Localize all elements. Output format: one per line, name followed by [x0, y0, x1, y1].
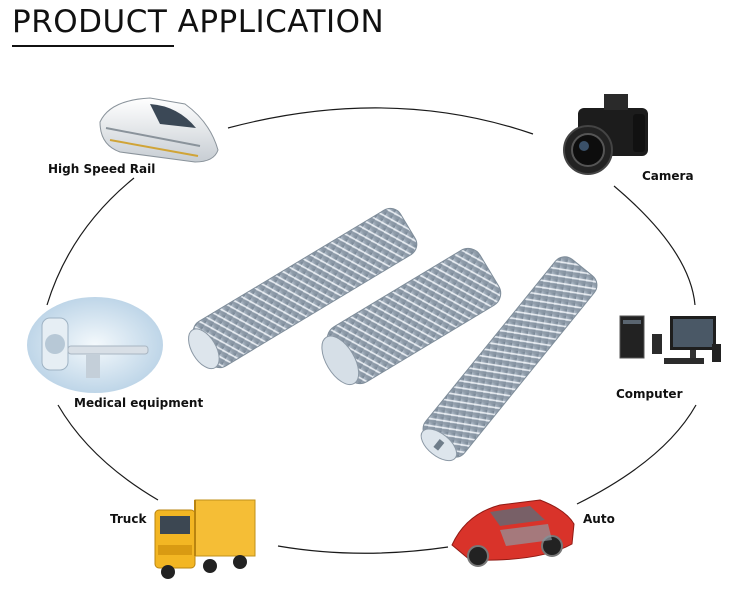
- truck-icon: [154, 499, 256, 579]
- arc-bottom: [277, 545, 449, 554]
- train-icon: [99, 97, 219, 163]
- set-screw-icon: [321, 247, 502, 386]
- arc-bottom-left: [57, 404, 159, 501]
- camera-icon: [563, 94, 648, 175]
- page-title: PRODUCT APPLICATION: [12, 4, 385, 40]
- label-truck: Truck: [110, 512, 147, 526]
- connector-arcs: [46, 107, 697, 554]
- label-auto: Auto: [583, 512, 615, 526]
- set-screw-icon: [188, 207, 418, 370]
- arc-top-left: [46, 177, 135, 306]
- label-medical-equipment: Medical equipment: [74, 396, 204, 410]
- arc-top-right: [613, 185, 696, 306]
- set-screw-icon: [420, 256, 598, 462]
- label-high-speed-rail: High Speed Rail: [48, 162, 156, 176]
- arc-top: [227, 107, 534, 135]
- car-icon: [451, 499, 575, 567]
- label-computer: Computer: [616, 387, 683, 401]
- computer-icon: [619, 315, 721, 364]
- arc-bottom-right: [576, 404, 697, 505]
- label-camera: Camera: [642, 169, 694, 183]
- medical-scanner-icon: [27, 297, 163, 393]
- title-underline: [12, 45, 174, 47]
